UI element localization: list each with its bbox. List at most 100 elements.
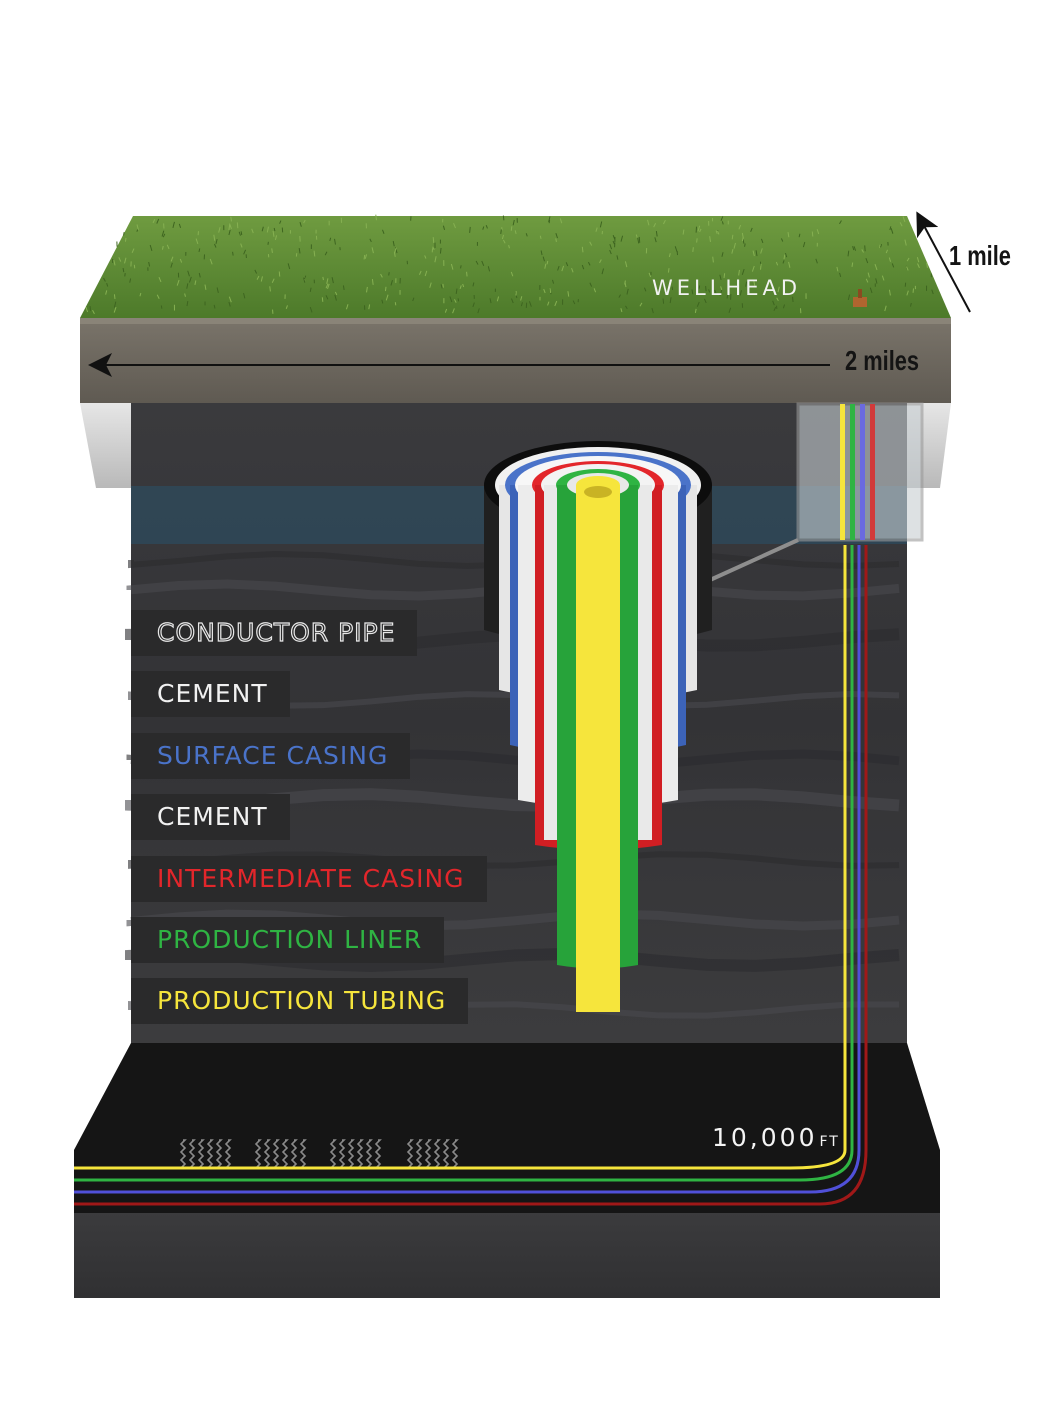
soil-edge [80,318,951,324]
grass-blade [394,252,396,257]
grass-blade [380,273,383,278]
grass-blade [703,298,707,304]
grass-blade [720,216,724,221]
grass-blade [371,247,374,254]
grass-blade [772,300,775,306]
grass-blade [647,219,650,226]
grass-blade [325,295,329,300]
grass-blade [708,289,711,293]
grass-blade [662,298,665,304]
grass-blade [738,224,742,230]
grass-blade [880,244,883,248]
grass-blade [178,223,182,228]
grass-blade [345,304,349,310]
grass-blade [776,297,779,302]
grass-blade [472,282,475,287]
grass-blade [113,294,116,299]
grass-blade [616,255,619,260]
grass-blade [780,238,784,242]
grass-blade [811,231,814,237]
grass-blade [322,276,324,281]
grass-blade [760,263,762,270]
grass-blade [741,268,745,275]
depth-scale-label: 1 mile [949,240,1011,271]
fracture-squiggle [263,1139,271,1169]
grass-blade [131,248,135,254]
depth-value: 10,000 [712,1123,818,1152]
grass-blade [444,308,448,313]
grass-blade [439,247,442,254]
grass-blade [865,258,869,264]
grass-blade [273,227,276,232]
fracture-squiggle [188,1139,196,1169]
grass-blade [139,292,142,297]
grass-blade [709,236,711,242]
grass-blade [869,287,873,294]
grass-blade [440,284,443,289]
grass-blade [731,234,734,240]
fracture-marks [179,1139,459,1169]
grass-blade [287,263,291,270]
grass-blade [186,300,189,307]
grass-blade [609,244,613,250]
well-line-casing [74,545,868,1206]
grass-blade [156,294,160,299]
grass-blade [777,286,780,293]
grass-blade [432,246,435,251]
grass-blade [334,294,337,301]
grass-blade [384,286,387,292]
inset-pipes [840,404,875,540]
grass-blade [124,257,127,264]
grass-blade [554,300,558,307]
grass-blade [719,290,723,297]
grass-blade [716,230,720,235]
grass-blade [721,221,724,225]
grass-blade [542,256,545,262]
grass-blade [500,229,502,235]
fracture-squiggle [433,1139,441,1169]
grass-blade [243,292,246,299]
fracture-squiggle [329,1139,337,1169]
grass-blade [489,298,492,304]
fracture-squiggle [299,1139,307,1169]
grass-blade [593,288,597,293]
grass-blade [738,269,740,276]
grass-blade [449,296,453,303]
grass-blade [891,263,895,268]
grass-blade [303,219,306,224]
grass-blade [209,258,213,265]
grass-blade [625,305,628,310]
grass-blade [149,244,153,252]
grass-blade [198,272,201,278]
grass-blade [669,297,672,304]
grass-blade [455,288,458,294]
grass-blade [719,274,722,280]
grass-blade [118,257,122,262]
fracture-squiggle [374,1139,382,1169]
grass-texture [85,214,934,315]
grass-blade [148,261,151,267]
grass-blade [162,233,166,238]
grass-blade [639,302,643,307]
grass-blade [186,283,189,289]
fracture-squiggle [338,1139,346,1169]
grass-blade [839,272,842,278]
grass-blade [739,290,742,296]
grass-blade [601,268,605,275]
grass-blade [816,229,820,235]
grass-blade [721,252,724,257]
grass-blade [904,239,907,246]
layer-label-surface-casing: SURFACE CASING [131,733,411,779]
grass-blade [496,296,500,302]
grass-blade [160,305,163,309]
grass-blade [555,233,558,239]
grass-blade [502,215,505,221]
grass-blade [773,306,777,312]
grass-blade [931,289,934,295]
fracture-squiggle [290,1139,298,1169]
grass-blade [751,265,755,272]
grass-blade [599,259,602,264]
grass-blade [926,262,928,268]
grass-blade [851,262,854,267]
grass-blade [916,257,920,263]
